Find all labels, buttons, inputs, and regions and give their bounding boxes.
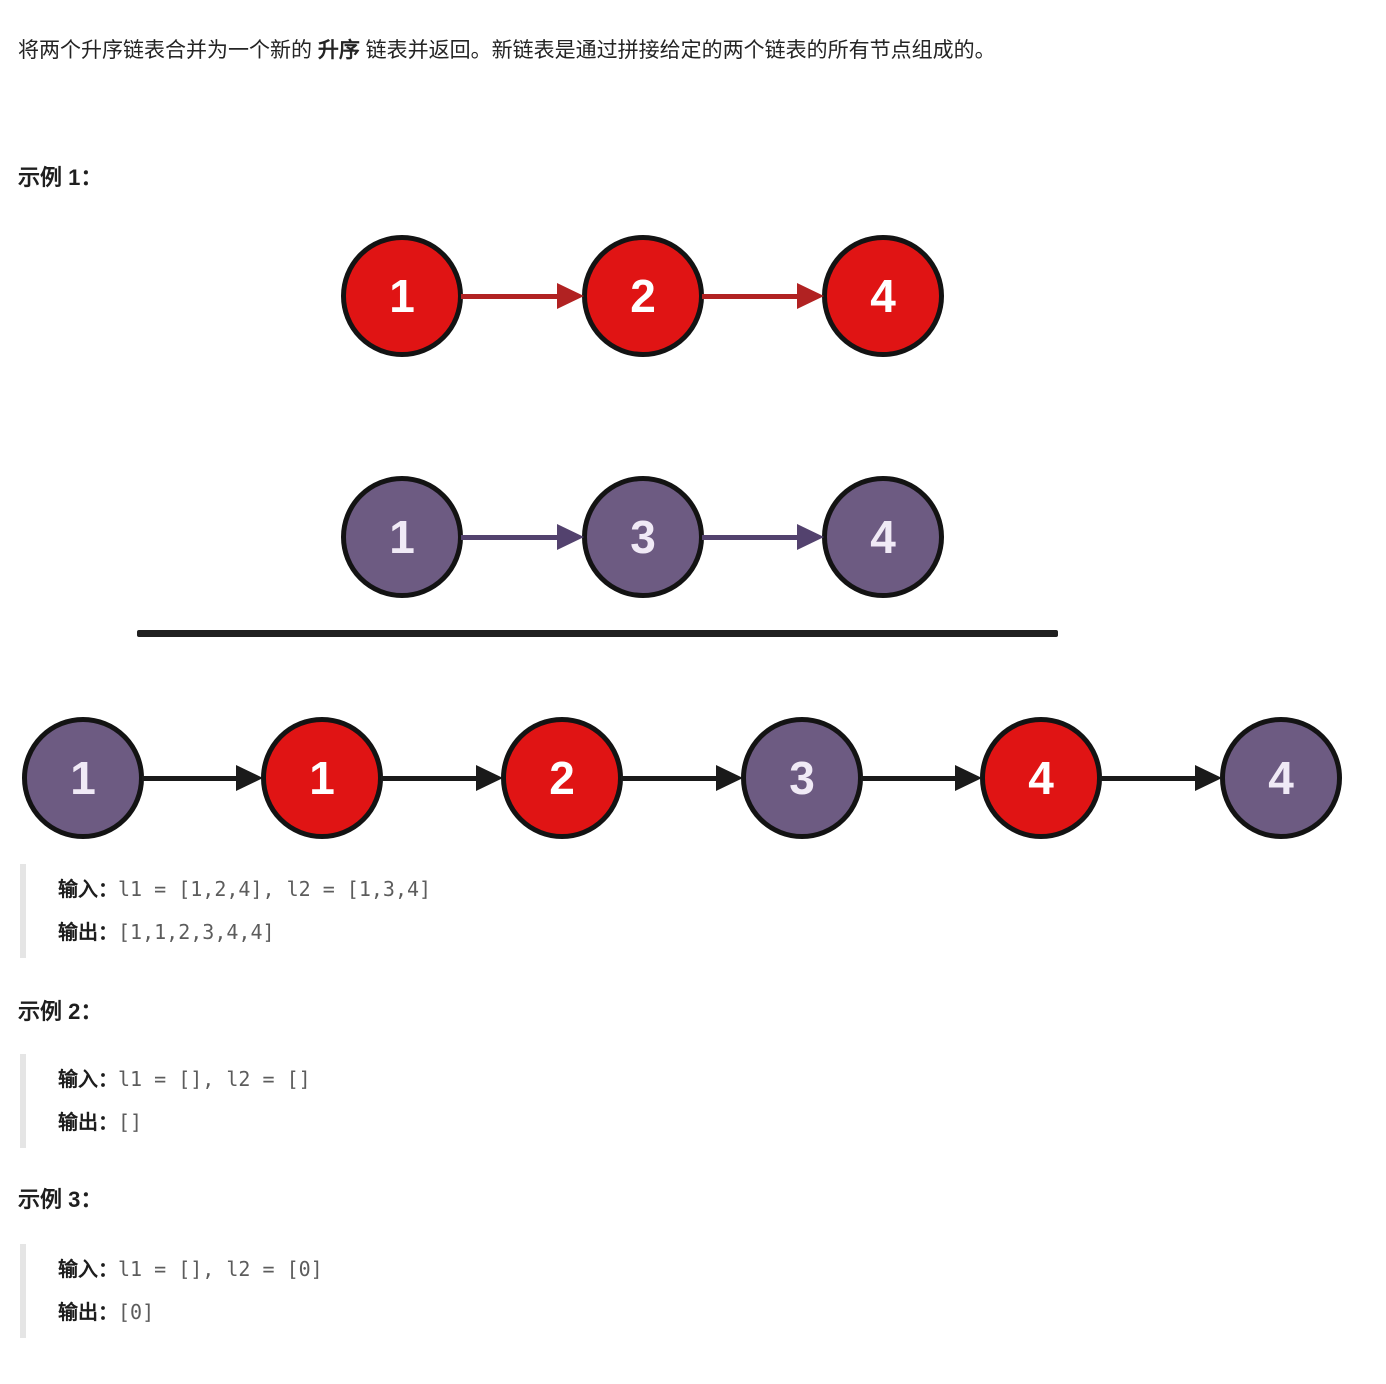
- next-pointer-arrow: [702, 283, 824, 309]
- output-value: []: [118, 1110, 143, 1134]
- next-pointer-arrow: [461, 524, 584, 550]
- arrow-head-icon: [716, 765, 743, 791]
- arrow-head-icon: [955, 765, 982, 791]
- output-value: [1,1,2,3,4,4]: [118, 920, 275, 944]
- arrow-head-icon: [476, 765, 503, 791]
- next-pointer-arrow: [381, 765, 503, 791]
- arrow-line: [702, 534, 806, 540]
- arrow-head-icon: [797, 283, 824, 309]
- node-value: 1: [70, 752, 96, 804]
- example-3-io-block: 输入：l1 = [], l2 = [0]输出：[0]: [20, 1244, 323, 1338]
- next-pointer-arrow: [702, 524, 824, 550]
- linked-list-diagram: 1 2 4 1 3 4 1 1 2 3 4 4: [0, 210, 1386, 860]
- list-node: 1: [341, 235, 463, 357]
- example-2-title: 示例 2：: [18, 999, 103, 1024]
- node-value: 1: [389, 511, 415, 563]
- list-node: 3: [741, 717, 863, 839]
- node-value: 2: [549, 752, 575, 804]
- next-pointer-arrow: [861, 765, 982, 791]
- input-value: l1 = [], l2 = []: [118, 1067, 311, 1091]
- node-value: 4: [1268, 752, 1294, 804]
- next-pointer-arrow: [1100, 765, 1222, 791]
- list-node: 4: [822, 235, 944, 357]
- diagram-divider-line: [137, 630, 1058, 637]
- example-2-io-block: 输入：l1 = [], l2 = []输出：[]: [20, 1054, 311, 1148]
- arrow-head-icon: [1195, 765, 1222, 791]
- arrow-head-icon: [797, 524, 824, 550]
- node-value: 3: [630, 511, 656, 563]
- arrow-line: [461, 293, 566, 299]
- list-node: 2: [501, 717, 623, 839]
- arrow-line: [1100, 775, 1204, 781]
- list-node: 4: [1220, 717, 1342, 839]
- description-text: 将两个升序链表合并为一个新的: [18, 39, 318, 62]
- list-node: 4: [822, 476, 944, 598]
- arrow-head-icon: [557, 524, 584, 550]
- list-node: 2: [582, 235, 704, 357]
- arrow-line: [861, 775, 964, 781]
- description-text: 链表并返回。新链表是通过拼接给定的两个链表的所有节点组成的。: [359, 39, 996, 62]
- list-node: 1: [22, 717, 144, 839]
- list-node: 1: [341, 476, 463, 598]
- node-value: 4: [870, 270, 896, 322]
- arrow-line: [142, 775, 245, 781]
- arrow-line: [461, 534, 566, 540]
- description-bold-keyword: 升序: [317, 39, 360, 62]
- arrow-line: [621, 775, 725, 781]
- arrow-line: [381, 775, 485, 781]
- input-label: 输入：: [58, 1259, 118, 1281]
- list-node: 4: [980, 717, 1102, 839]
- list-node: 3: [582, 476, 704, 598]
- arrow-head-icon: [557, 283, 584, 309]
- example-3-title: 示例 3：: [18, 1187, 103, 1212]
- arrow-head-icon: [236, 765, 263, 791]
- node-value: 3: [789, 752, 815, 804]
- node-value: 4: [1028, 752, 1054, 804]
- example-1-title: 示例 1：: [18, 165, 103, 190]
- output-value: [0]: [118, 1300, 155, 1324]
- next-pointer-arrow: [461, 283, 584, 309]
- next-pointer-arrow: [142, 765, 263, 791]
- input-value: l1 = [1,2,4], l2 = [1,3,4]: [118, 877, 432, 901]
- next-pointer-arrow: [621, 765, 743, 791]
- output-label: 输出：: [58, 1302, 118, 1324]
- input-label: 输入：: [58, 879, 118, 901]
- list-node: 1: [261, 717, 383, 839]
- input-value: l1 = [], l2 = [0]: [118, 1257, 323, 1281]
- node-value: 2: [630, 270, 656, 322]
- problem-description: 将两个升序链表合并为一个新的 升序 链表并返回。新链表是通过拼接给定的两个链表的…: [18, 35, 1370, 67]
- input-label: 输入：: [58, 1069, 118, 1091]
- node-value: 4: [870, 511, 896, 563]
- node-value: 1: [389, 270, 415, 322]
- output-label: 输出：: [58, 1112, 118, 1134]
- example-1-io-block: 输入：l1 = [1,2,4], l2 = [1,3,4]输出：[1,1,2,3…: [20, 864, 431, 958]
- output-label: 输出：: [58, 922, 118, 944]
- arrow-line: [702, 293, 806, 299]
- node-value: 1: [309, 752, 335, 804]
